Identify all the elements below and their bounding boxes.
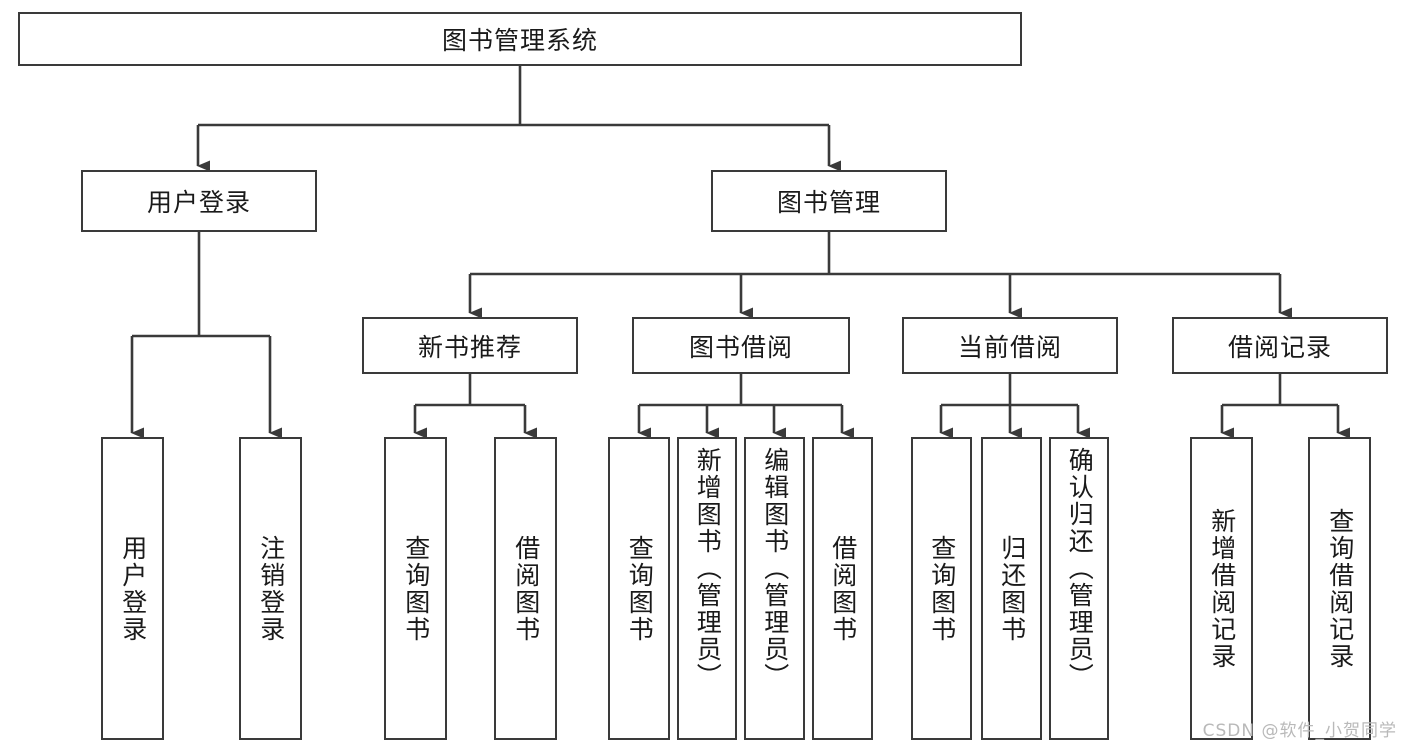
- leaf-user-login[interactable]: 用户登录: [101, 437, 164, 740]
- leaf-logout[interactable]: 注销登录: [239, 437, 302, 740]
- leaf-query-book-borrow[interactable]: 查询图书: [608, 437, 670, 740]
- leaf-query-book-recommend[interactable]: 查询图书: [384, 437, 447, 740]
- node-root[interactable]: 图书管理系统: [18, 12, 1022, 66]
- leaf-borrow-book-recommend[interactable]: 借阅图书: [494, 437, 557, 740]
- leaf-add-borrow-record[interactable]: 新增借阅记录: [1190, 437, 1253, 740]
- leaf-return-book[interactable]: 归还图书: [981, 437, 1042, 740]
- node-new-book-recommend[interactable]: 新书推荐: [362, 317, 578, 374]
- leaf-query-borrow-record[interactable]: 查询借阅记录: [1308, 437, 1371, 740]
- leaf-borrow-book[interactable]: 借阅图书: [812, 437, 873, 740]
- node-user-login[interactable]: 用户登录: [81, 170, 317, 232]
- leaf-query-book-current[interactable]: 查询图书: [911, 437, 972, 740]
- watermark: CSDN @软件_小贺同学: [1202, 721, 1397, 741]
- node-book-borrow[interactable]: 图书借阅: [632, 317, 850, 374]
- leaf-edit-book-admin[interactable]: 编辑图书（管理员）: [744, 437, 805, 740]
- leaf-confirm-return-admin[interactable]: 确认归还（管理员）: [1049, 437, 1109, 740]
- node-borrow-record[interactable]: 借阅记录: [1172, 317, 1388, 374]
- node-current-borrow[interactable]: 当前借阅: [902, 317, 1118, 374]
- leaf-add-book-admin[interactable]: 新增图书（管理员）: [677, 437, 737, 740]
- node-book-management[interactable]: 图书管理: [711, 170, 947, 232]
